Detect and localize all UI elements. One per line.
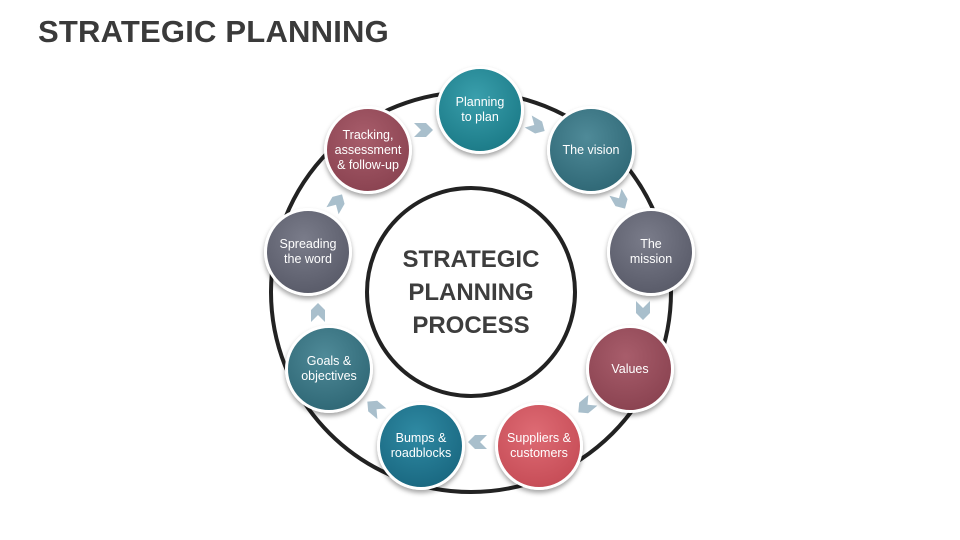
center-line-1: STRATEGIC [402, 245, 540, 273]
arrow-1 [524, 115, 545, 134]
step-values[interactable]: Values [586, 325, 674, 413]
step-the-vision[interactable]: The vision [547, 106, 635, 194]
arrow-7 [311, 303, 325, 322]
step-the-mission[interactable]: The mission [607, 208, 695, 296]
arrow-3 [636, 301, 650, 320]
center-circle [365, 186, 577, 398]
center-line-2: PLANNING [408, 278, 534, 306]
arrow-8 [326, 194, 345, 215]
step-goals-objectives[interactable]: Goals & objectives [285, 325, 373, 413]
arrow-6 [367, 400, 387, 420]
center-line-3: PROCESS [412, 311, 530, 339]
flow-arrows [311, 115, 650, 449]
arrow-4 [578, 394, 598, 414]
step-suppliers-customers[interactable]: Suppliers & customers [495, 402, 583, 490]
arrow-5 [468, 435, 487, 449]
step-planning-to-plan[interactable]: Planning to plan [436, 66, 524, 154]
arrow-9 [414, 123, 433, 137]
slide-title: STRATEGIC PLANNING [38, 14, 389, 49]
arrow-2 [609, 188, 628, 209]
step-tracking-assessment[interactable]: Tracking, assessment & follow-up [324, 106, 412, 194]
step-spreading-the-word[interactable]: Spreading the word [264, 208, 352, 296]
center-label: STRATEGIC PLANNING PROCESS [371, 198, 571, 386]
step-bumps-roadblocks[interactable]: Bumps & roadblocks [377, 402, 465, 490]
